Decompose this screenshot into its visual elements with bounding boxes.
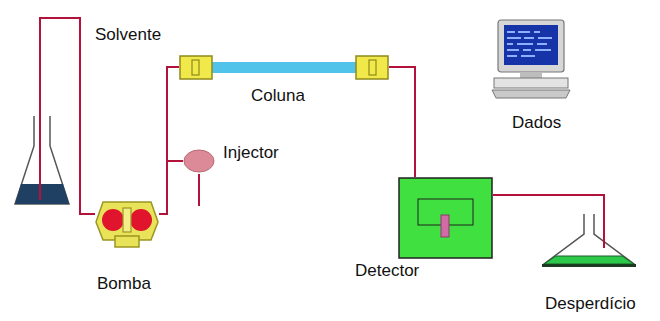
detector-box-shape — [398, 177, 493, 259]
part-label: Bomba — [97, 274, 151, 294]
inlet-line — [198, 174, 200, 206]
part-label: Desperdício — [545, 294, 636, 314]
flow-line-path — [159, 67, 179, 214]
part-label: Dados — [512, 113, 561, 133]
pump-shape — [95, 196, 159, 248]
pump: Bomba — [95, 196, 159, 248]
flow-line — [389, 67, 415, 177]
solvent-flask-shape — [12, 112, 72, 210]
flow-line-path — [167, 67, 183, 161]
column-tube-shape — [179, 55, 389, 80]
waste-flask-shape — [540, 212, 638, 268]
waste-flask: Desperdício — [540, 212, 638, 268]
part-label: Coluna — [251, 86, 305, 106]
injector-valve-shape — [183, 149, 215, 173]
column-tube: Coluna — [179, 55, 389, 80]
flow-line — [167, 67, 183, 161]
part-label: Injector — [223, 143, 279, 163]
computer-shape — [490, 18, 572, 100]
flow-line — [493, 195, 604, 212]
part-label: Solvente — [95, 25, 161, 45]
part-label: Detector — [355, 261, 419, 281]
flow-line — [159, 67, 179, 214]
detector-box: Detector — [398, 177, 493, 259]
injector-valve: Injector — [183, 149, 215, 173]
flow-line-path — [493, 195, 604, 212]
flow-line-path — [389, 67, 415, 177]
computer: Dados — [490, 18, 572, 100]
solvent-flask: Solvente — [12, 112, 72, 210]
